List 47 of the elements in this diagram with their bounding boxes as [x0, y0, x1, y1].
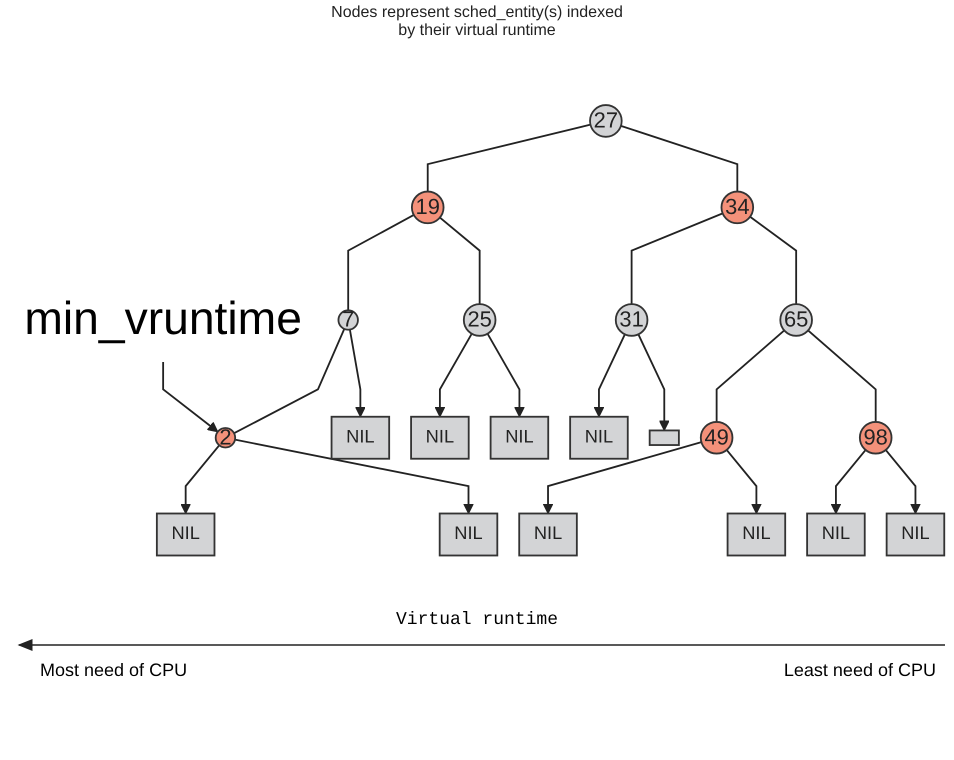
- leaf-box: NIL: [518, 512, 578, 556]
- arrow: [594, 334, 626, 418]
- arrow: [830, 449, 866, 514]
- arrow: [162, 362, 218, 432]
- tree-edge: [620, 125, 738, 192]
- pointer-label: min_vruntime: [24, 294, 302, 345]
- arrow: [434, 333, 473, 418]
- tree-edge: [234, 328, 346, 434]
- leaf-box: NIL: [156, 512, 216, 556]
- leaf-box: NIL: [806, 512, 866, 556]
- tree-edge: [439, 216, 481, 304]
- arrow: [726, 449, 762, 514]
- leaf-box: NIL: [726, 512, 786, 556]
- tree-node-circle: 65: [779, 303, 813, 337]
- leaf-box: NIL: [886, 512, 946, 556]
- leaf-box: NIL: [330, 416, 390, 460]
- arrow: [638, 334, 670, 431]
- tree-edge: [426, 124, 591, 192]
- leaf-box: NIL: [569, 416, 629, 460]
- tree-node-circle: 7: [338, 307, 359, 332]
- tree-node-circle: 2: [214, 424, 236, 450]
- axis-title: Virtual runtime: [394, 610, 560, 630]
- arrow: [486, 333, 525, 418]
- tree-edge: [808, 330, 877, 422]
- tree-node-circle: 27: [589, 104, 623, 138]
- tree-edge: [750, 216, 798, 304]
- leaf-box: NIL: [410, 416, 470, 460]
- tree-node-circle: 25: [462, 303, 496, 337]
- axis-label: Least need of CPU: [784, 660, 936, 681]
- tree-edge: [347, 214, 414, 310]
- leaf-box: [648, 430, 680, 446]
- leaf-box: NIL: [490, 416, 550, 460]
- leaf-box: NIL: [438, 512, 498, 556]
- tree-node-circle: 34: [720, 190, 754, 224]
- tree-edge: [630, 212, 723, 304]
- tree-node-circle: 49: [700, 420, 734, 454]
- arrow: [348, 329, 366, 418]
- tree-node-circle: 31: [614, 303, 648, 337]
- arrow: [180, 444, 220, 514]
- axis-label: Most need of CPU: [40, 660, 188, 681]
- tree-node-circle: 19: [410, 190, 444, 224]
- note-text: Nodes represent sched_entity(s) indexed by their virtual runtime: [330, 4, 624, 40]
- tree-node-circle: 98: [858, 420, 892, 454]
- arrow: [885, 449, 921, 514]
- tree-edge: [716, 330, 785, 422]
- arrow: [234, 438, 474, 514]
- arrow: [542, 441, 702, 514]
